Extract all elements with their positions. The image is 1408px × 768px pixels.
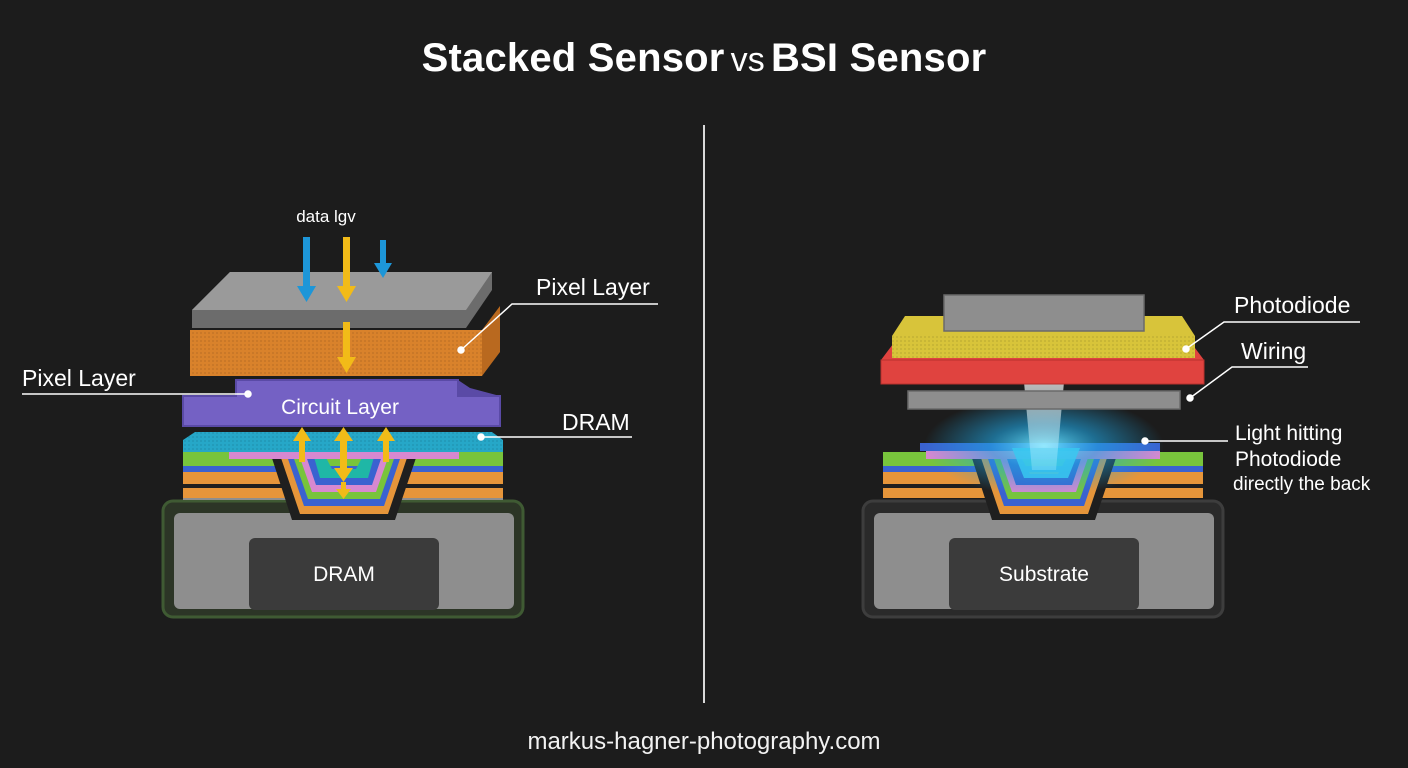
footer-url: markus-hagner-photography.com xyxy=(527,728,881,755)
arrow-label: data lgv xyxy=(296,207,356,226)
data-flow-arrows xyxy=(293,237,395,499)
arrow-yellow-up-1 xyxy=(293,427,311,462)
title-left: Stacked Sensor xyxy=(421,36,725,80)
pixel-layer-label-right: Pixel Layer xyxy=(536,274,650,300)
pixel-layer-label-left: Pixel Layer xyxy=(22,365,136,391)
top-plate xyxy=(192,272,492,328)
dram-label-right: DRAM xyxy=(562,409,630,435)
bsi-sensor: Substrate xyxy=(861,292,1371,619)
title-right: BSI Sensor xyxy=(770,36,987,80)
circuit-layer: Circuit Layer xyxy=(182,379,501,427)
light-label-line-2: Photodiode xyxy=(1235,448,1341,471)
arrow-blue-2 xyxy=(374,240,392,278)
arrow-yellow-2 xyxy=(337,322,356,373)
photodiode-label: Photodiode xyxy=(1234,292,1350,318)
stacked-base-label: DRAM xyxy=(313,563,375,586)
stacked-sensor: DRAM Circuit Layer xyxy=(22,207,658,619)
title-vs: vs xyxy=(730,41,765,79)
center-divider xyxy=(703,125,705,703)
bsi-base-label: Substrate xyxy=(999,563,1089,586)
circuit-layer-label: Circuit Layer xyxy=(281,396,399,419)
arrow-yellow-small-down xyxy=(336,482,351,499)
wiring-label: Wiring xyxy=(1241,338,1306,364)
stacked-leader-lines xyxy=(22,303,658,441)
arrow-yellow-1 xyxy=(337,237,356,302)
bsi-top-block xyxy=(943,294,1145,332)
light-label-line-1: Light hitting xyxy=(1235,422,1342,445)
arrow-blue-1 xyxy=(297,237,316,302)
stacked-base-package: DRAM xyxy=(161,499,525,619)
arrow-yellow-double xyxy=(334,427,353,482)
arrow-yellow-up-2 xyxy=(377,427,395,462)
bsi-leader-lines xyxy=(1141,321,1360,445)
wiring-plate xyxy=(907,390,1181,410)
light-label-line-3: directly the back xyxy=(1233,474,1371,495)
bsi-base-package: Substrate xyxy=(861,499,1225,619)
